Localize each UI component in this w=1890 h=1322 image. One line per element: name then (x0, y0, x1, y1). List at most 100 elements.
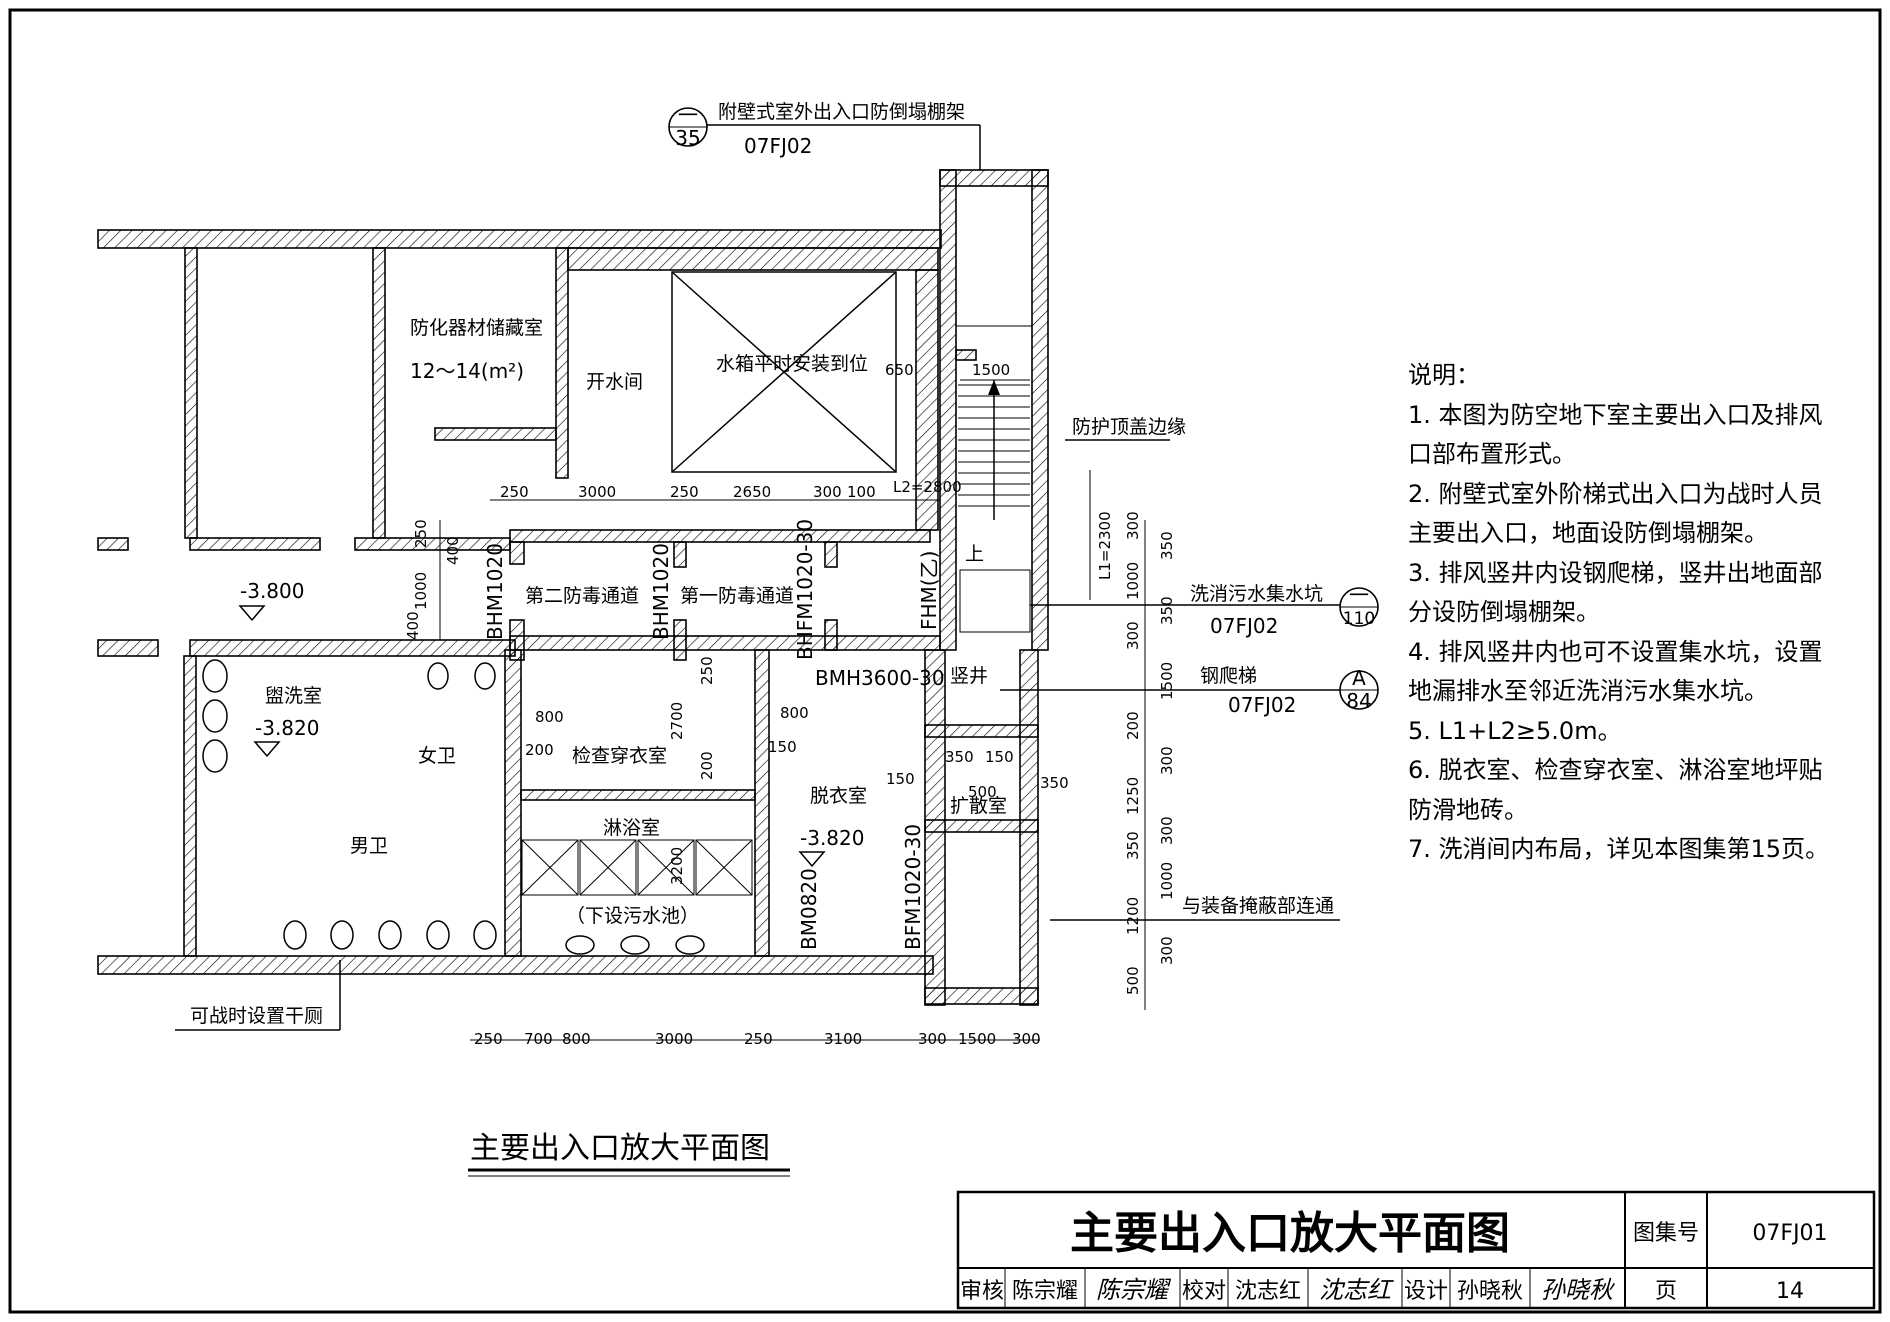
room-inspect: 检查穿衣室 (572, 745, 667, 767)
door-bfm1020: BFM1020-30 (901, 824, 925, 950)
callout-pit-atlas: 07FJ02 (1210, 614, 1278, 638)
dim-right-2: 1000 (1124, 562, 1142, 600)
wash-basin (202, 739, 228, 773)
room-sewage-pool: （下设污水池） (566, 905, 699, 927)
leader-lines (175, 124, 1340, 1031)
dim-right-13: 300 (1158, 936, 1176, 965)
dims-left-col: 250 400 1000 400 (404, 519, 462, 640)
dim-right-11: 1000 (1158, 862, 1176, 900)
toilet (426, 920, 450, 950)
dim-top-1: 3000 (578, 483, 616, 501)
dim-350a: 350 (945, 748, 974, 766)
fixtures (202, 659, 705, 955)
dim-3200: 3200 (668, 847, 686, 885)
dim-left-1: 400 (444, 536, 462, 565)
walls (97, 169, 1049, 1006)
tb-review-label: 审核 (960, 1279, 1004, 1304)
dim-bot-3: 3000 (655, 1030, 693, 1048)
notes-heading: 说明： (1408, 361, 1480, 389)
dims-right-col: 3003501000350300150020030012503003501000… (1124, 511, 1176, 995)
dim-right-8: 1250 (1124, 777, 1142, 815)
dim-350b: 350 (1040, 774, 1069, 792)
water-tank (671, 271, 897, 473)
note-line: 防滑地砖。 (1408, 795, 1528, 824)
toilet (330, 920, 354, 950)
door-bm0820: BM0820 (797, 868, 821, 950)
shower-stall-cross (637, 839, 695, 896)
shower-stalls (521, 839, 753, 896)
dim-right-9: 300 (1158, 816, 1176, 845)
room-water-tank: 水箱平时安装到位 (716, 353, 868, 375)
shower-stall-cross (695, 839, 753, 896)
notes-panel: 说明： 1. 本图为防空地下室主要出入口及排风口部布置形式。2. 附壁式室外阶梯… (1408, 356, 1848, 870)
toilet (427, 662, 449, 690)
tb-check-label: 校对 (1182, 1279, 1226, 1304)
drawing-title: 主要出入口放大平面图 (470, 1131, 770, 1166)
dim-800b: 800 (780, 704, 809, 722)
dim-800a: 800 (535, 708, 564, 726)
sheet-border (8, 8, 1882, 1314)
dim-bot-5: 3100 (824, 1030, 862, 1048)
tb-page-label: 页 (1655, 1279, 1677, 1304)
tb-title: 主要出入口放大平面图 (1070, 1208, 1510, 1259)
dim-150a: 150 (768, 738, 797, 756)
wash-basin (202, 699, 228, 733)
dim-right-5: 1500 (1158, 662, 1176, 700)
dim-bot-6: 300 (918, 1030, 947, 1048)
dim-right-12: 1200 (1124, 897, 1142, 935)
callout-ladder-desc: 钢爬梯 (1200, 665, 1257, 687)
note-line: 5. L1+L2≥5.0m。 (1408, 716, 1622, 745)
tb-reviewer-sig: 陈宗耀 (1096, 1276, 1172, 1304)
ref-circle-110: 一 110 (1339, 583, 1379, 629)
tb-page-no: 14 (1776, 1279, 1804, 1304)
dim-right-14: 500 (1124, 966, 1142, 995)
note-line: 口部布置形式。 (1408, 440, 1576, 468)
room-male-wc: 男卫 (350, 835, 388, 857)
shower-stall (521, 839, 579, 896)
ref-84-top: A (1352, 666, 1366, 690)
tb-checker-sig: 沈志红 (1319, 1276, 1394, 1304)
dim-500: 500 (968, 783, 997, 801)
door-bhm1020-a: BHM1020 (483, 543, 507, 640)
ref-circle-84: A 84 (1339, 666, 1379, 713)
dim-right-7: 300 (1158, 746, 1176, 775)
stair (955, 185, 1033, 633)
room-undress-level: -3.820 (800, 826, 864, 850)
dim-left-2: 1000 (412, 572, 430, 610)
dimension-lines (439, 379, 1146, 1041)
callout-dry-toilet: 可战时设置干厕 (190, 1005, 323, 1027)
tb-design-label: 设计 (1404, 1279, 1448, 1304)
dim-200a: 200 (525, 741, 554, 759)
shower-stall (579, 839, 637, 896)
note-line: 1. 本图为防空地下室主要出入口及排风 (1408, 400, 1823, 429)
sink (675, 935, 705, 955)
dim-bot-2: 800 (562, 1030, 591, 1048)
dim-right-10: 350 (1124, 831, 1142, 860)
callout-top-desc: 附壁式室外出入口防倒塌棚架 (718, 101, 965, 123)
title-block: 主要出入口放大平面图 图集号 07FJ01 页 14 审核 陈宗耀 陈宗耀 校对… (956, 1190, 1876, 1310)
dim-right-0: 300 (1124, 511, 1142, 540)
dim-right-4: 300 (1124, 621, 1142, 650)
dim-l1: L1=2300 (1096, 511, 1114, 580)
tb-designer: 孙晓秋 (1457, 1279, 1523, 1304)
dim-650: 650 (885, 361, 914, 379)
ref-35-bottom: 35 (675, 126, 700, 150)
dim-top-2: 250 (670, 483, 699, 501)
room-wash-level: -3.820 (255, 716, 319, 740)
toilet (378, 920, 402, 950)
sink (565, 935, 595, 955)
door-bmh3600: BMH3600-30 (815, 666, 945, 690)
dim-left-0: 250 (412, 519, 430, 548)
dim-1500: 1500 (972, 361, 1010, 379)
room-undress: 脱衣室 (810, 785, 867, 807)
dim-top-5: 100 (847, 483, 876, 501)
dim-bot-4: 250 (744, 1030, 773, 1048)
callout-roof-edge: 防护顶盖边缘 (1072, 416, 1186, 438)
door-bhm1020-b: BHM1020 (649, 543, 673, 640)
room-decon1: 第一防毒通道 (680, 585, 794, 607)
room-boiling: 开水间 (586, 371, 643, 393)
tb-atlas-label: 图集号 (1633, 1221, 1699, 1246)
ref-110-bottom: 110 (1343, 609, 1375, 629)
shower-stall (695, 839, 753, 896)
